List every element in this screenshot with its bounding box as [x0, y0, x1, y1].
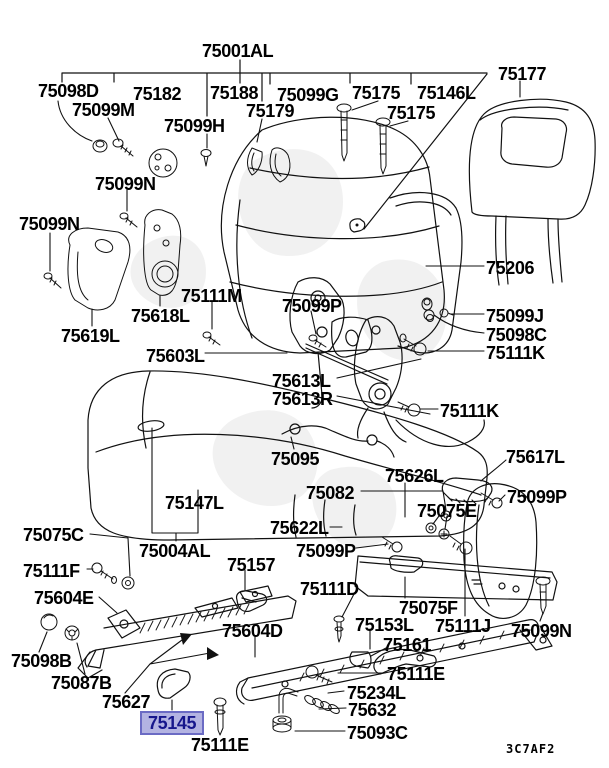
part-label-75098D: 75098D — [38, 81, 99, 101]
part-label-75075E: 75075E — [417, 501, 477, 521]
diagram-code: 3C7AF2 — [506, 742, 556, 756]
part-label-75617L: 75617L — [506, 447, 565, 467]
part-label-75099N-3: 75099N — [511, 621, 572, 641]
small-parts-drawing — [40, 103, 551, 736]
part-label-75111K-1: 75111K — [486, 343, 545, 363]
part-label-75082: 75082 — [306, 483, 355, 503]
part-label-75206: 75206 — [486, 258, 535, 278]
part-label-75111J: 75111J — [435, 616, 491, 636]
part-label-75001AL: 75001AL — [202, 41, 274, 61]
part-label-75099N-2: 75099N — [19, 214, 80, 234]
seat-cushion-drawing — [87, 370, 488, 541]
part-label-75153L: 75153L — [355, 615, 414, 635]
part-label-75147L: 75147L — [165, 493, 224, 513]
part-label-75604E: 75604E — [34, 588, 94, 608]
part-label-75111E-2: 75111E — [191, 735, 249, 755]
part-label-75095: 75095 — [271, 449, 320, 469]
part-label-75613R: 75613R — [272, 389, 333, 409]
part-label-75099G: 75099G — [277, 85, 339, 105]
part-label-75111D: 75111D — [300, 579, 359, 599]
seat-rails-drawing — [77, 585, 553, 705]
part-label-75075F: 75075F — [399, 598, 458, 618]
part-label-75099N-1: 75099N — [95, 174, 156, 194]
part-label-75111K-2: 75111K — [440, 401, 499, 421]
part-label-75145[interactable]: 75145 — [140, 711, 205, 735]
part-label-75087B: 75087B — [51, 673, 112, 693]
part-label-75627: 75627 — [102, 692, 151, 712]
part-label-75093C: 75093C — [347, 723, 408, 743]
part-label-75099J: 75099J — [486, 306, 544, 326]
back-panel-drawing — [331, 191, 463, 358]
side-shield-drawing — [354, 477, 558, 619]
part-label-75099P-2: 75099P — [507, 487, 567, 507]
part-label-75234L: 75234L — [347, 683, 406, 703]
part-label-75177: 75177 — [498, 64, 547, 84]
part-label-75099M: 75099M — [72, 100, 135, 120]
part-label-75618L: 75618L — [131, 306, 190, 326]
part-label-75098C: 75098C — [486, 325, 547, 345]
part-label-75188: 75188 — [210, 83, 259, 103]
top-bracket — [61, 59, 488, 230]
part-label-75175-2: 75175 — [387, 103, 436, 123]
part-label-75179: 75179 — [246, 101, 295, 121]
watermark — [130, 149, 447, 549]
part-label-75182: 75182 — [133, 84, 182, 104]
part-label-75099H: 75099H — [164, 116, 225, 136]
part-label-75075C: 75075C — [23, 525, 84, 545]
part-label-75161: 75161 — [383, 635, 432, 655]
part-label-75157: 75157 — [227, 555, 276, 575]
headrest-drawing — [468, 98, 596, 286]
part-label-75175-1: 75175 — [352, 83, 401, 103]
part-label-75146L: 75146L — [417, 83, 476, 103]
recliner-drawing — [281, 277, 485, 458]
part-label-75099P-3: 75099P — [296, 541, 356, 561]
part-label-75619L: 75619L — [61, 326, 120, 346]
part-label-75004AL: 75004AL — [139, 541, 211, 561]
part-label-75604D: 75604D — [222, 621, 283, 641]
part-label-75632: 75632 — [348, 700, 397, 720]
part-label-75111F: 75111F — [23, 561, 80, 581]
part-label-75622L: 75622L — [270, 518, 329, 538]
part-label-75603L: 75603L — [146, 346, 205, 366]
part-label-75626L: 75626L — [385, 466, 444, 486]
part-label-75111E-1: 75111E — [387, 664, 445, 684]
part-label-75111M: 75111M — [181, 286, 242, 306]
part-label-75098B: 75098B — [11, 651, 72, 671]
part-label-75099P-1: 75099P — [282, 296, 342, 316]
part-label-75613L: 75613L — [272, 371, 331, 391]
